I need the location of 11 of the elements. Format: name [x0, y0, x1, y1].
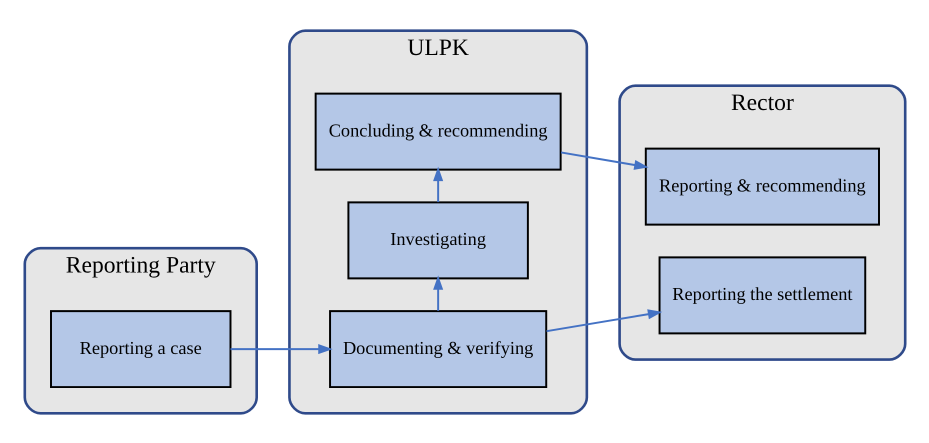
node-box: Reporting a case: [50, 310, 231, 388]
arrow: [560, 150, 648, 170]
node-box: Reporting & recommending: [644, 147, 880, 226]
arrow: [546, 308, 662, 332]
node-box: Investigating: [346, 200, 528, 279]
arrow: [432, 274, 443, 310]
arrow: [432, 166, 443, 202]
node-box: Documenting & verifying: [328, 310, 547, 388]
arrow: [230, 344, 332, 354]
node-box: Concluding & recommending: [314, 92, 562, 170]
node-box: Reporting the settlement: [658, 256, 866, 334]
